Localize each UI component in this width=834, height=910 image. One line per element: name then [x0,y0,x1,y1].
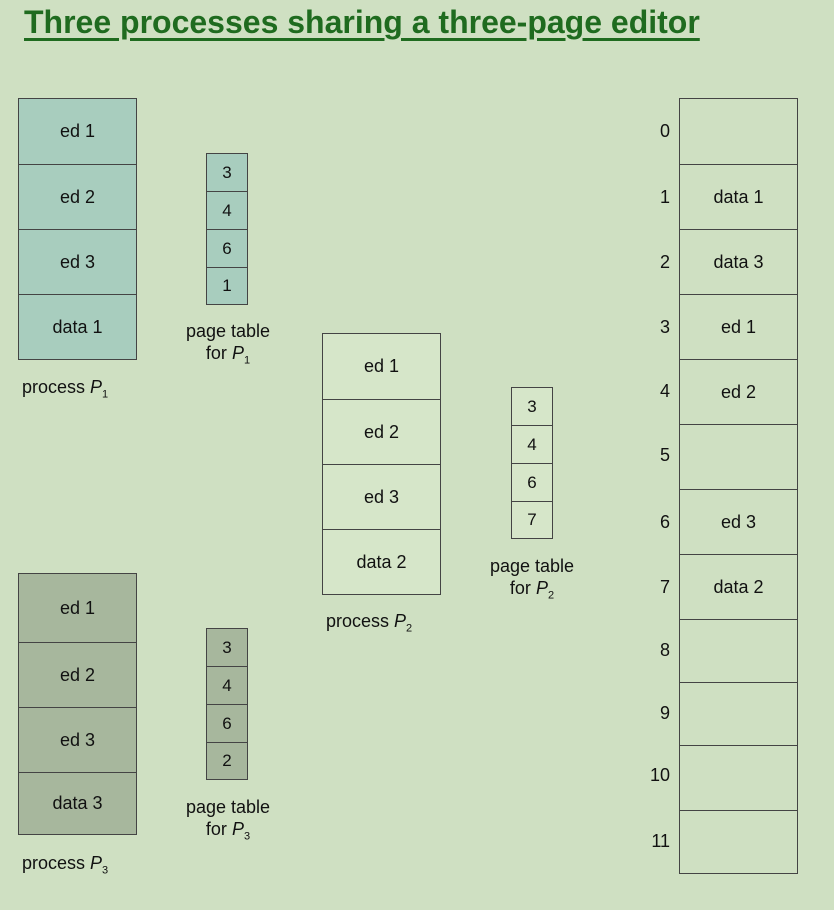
memory-frame-content: ed 1 [680,294,797,359]
page-table-p3-label-prefix: for [205,819,232,839]
process-p3-label-prefix: process [22,853,91,873]
process-p1-label-prefix: process [22,377,91,397]
page-table-p2-label-prefix: for [509,578,536,598]
page-table-p1-label-sub: 1 [243,354,251,367]
process-p1-label-var: P [90,377,103,397]
page-table-p3-label-line1: page table [185,797,271,817]
frame-number: 10 [649,765,670,785]
process-p2-label-sub: 2 [406,622,413,635]
page-table-p3-entry: 3 [222,637,232,657]
process-p3-page: ed 3 [19,707,136,772]
physical-memory: data 1 data 3 ed 1 ed 2 ed 3 data 2 [679,98,798,874]
process-p3-page: ed 2 [19,642,136,707]
process-p1-label-sub: 1 [102,388,109,401]
process-p3-page: data 3 [19,772,136,834]
memory-frame-content: data 3 [680,229,797,294]
page-table-p3-entry: 6 [207,704,247,742]
process-p3-page: ed 1 [59,597,96,618]
frame-number: 5 [659,445,670,465]
page-table-p2-entry: 7 [512,501,552,538]
page-table-p1: 3 4 6 1 [206,153,248,305]
frame-number: 8 [659,640,670,660]
memory-frame-content [680,619,797,682]
memory-frame-content [680,424,797,489]
page-table-p3-entry: 2 [207,742,247,779]
process-p1-stack: ed 1 ed 2 ed 3 data 1 [18,98,137,360]
page-table-p2-label-line1: page table [489,556,575,576]
process-p2-label-var: P [394,611,407,631]
memory-frame-content [680,682,797,745]
process-p3-label: process P3 [22,852,108,882]
page-table-p1-label-var: P [231,343,244,363]
process-p1-page: ed 1 [59,121,96,141]
page-table-p1-label-prefix: for [205,343,232,363]
memory-frame-content: ed 3 [680,489,797,554]
frame-number: 6 [659,512,670,532]
memory-frame-content: data 1 [680,164,797,229]
page-table-p1-label-line1: page table [185,321,271,341]
page-table-p3-label: page table for P3 [168,796,288,848]
page-table-p2-label-sub: 2 [547,589,555,602]
process-p1-page: ed 2 [19,164,136,229]
process-p1-label: process P1 [22,376,108,406]
page-table-p3-label-sub: 3 [243,830,251,843]
process-p2-label: process P2 [326,610,412,640]
process-p3-stack: ed 1 ed 2 ed 3 data 3 [18,573,137,835]
process-p1-page: data 1 [19,294,136,359]
process-p3-label-sub: 3 [102,864,109,877]
process-p2-page: data 2 [323,529,440,594]
frame-number: 11 [651,831,670,851]
process-p2-page: ed 3 [323,464,440,529]
page-table-p2-entry: 3 [527,396,537,416]
page-table-p3-label-var: P [231,819,244,839]
frame-number: 0 [659,121,670,141]
frame-number: 1 [659,187,670,207]
memory-frame-content: data 2 [680,554,797,619]
memory-frame-content [680,745,797,810]
memory-frame-content: ed 2 [680,359,797,424]
page-table-p2: 3 4 6 7 [511,387,553,539]
memory-frame-content [680,810,797,873]
page-table-p2-entry: 4 [512,425,552,463]
page-table-p1-entry: 1 [207,267,247,304]
page-table-p2-entry: 6 [512,463,552,501]
page-table-p1-entry: 6 [207,229,247,267]
page-table-p3: 3 4 6 2 [206,628,248,780]
page-table-p2-label: page table for P2 [472,555,592,607]
page-table-p2-label-var: P [535,578,548,598]
slide-title: Three processes sharing a three-page edi… [24,4,700,40]
frame-number: 3 [659,317,670,337]
page-table-p1-label: page table for P1 [168,320,288,372]
page-table-p1-entry: 4 [207,191,247,229]
page-table-p1-entry: 3 [222,162,232,182]
process-p2-stack: ed 1 ed 2 ed 3 data 2 [322,333,441,595]
process-p1-page: ed 3 [19,229,136,294]
frame-number: 2 [659,252,670,272]
memory-frame-content [680,99,797,164]
page-table-p3-entry: 4 [207,666,247,704]
frame-number: 4 [659,381,670,401]
process-p2-page: ed 2 [323,399,440,464]
frame-number: 9 [659,703,670,723]
process-p3-label-var: P [90,853,103,873]
process-p2-label-prefix: process [326,611,395,631]
frame-number: 7 [659,577,670,597]
process-p2-page: ed 1 [363,356,400,376]
